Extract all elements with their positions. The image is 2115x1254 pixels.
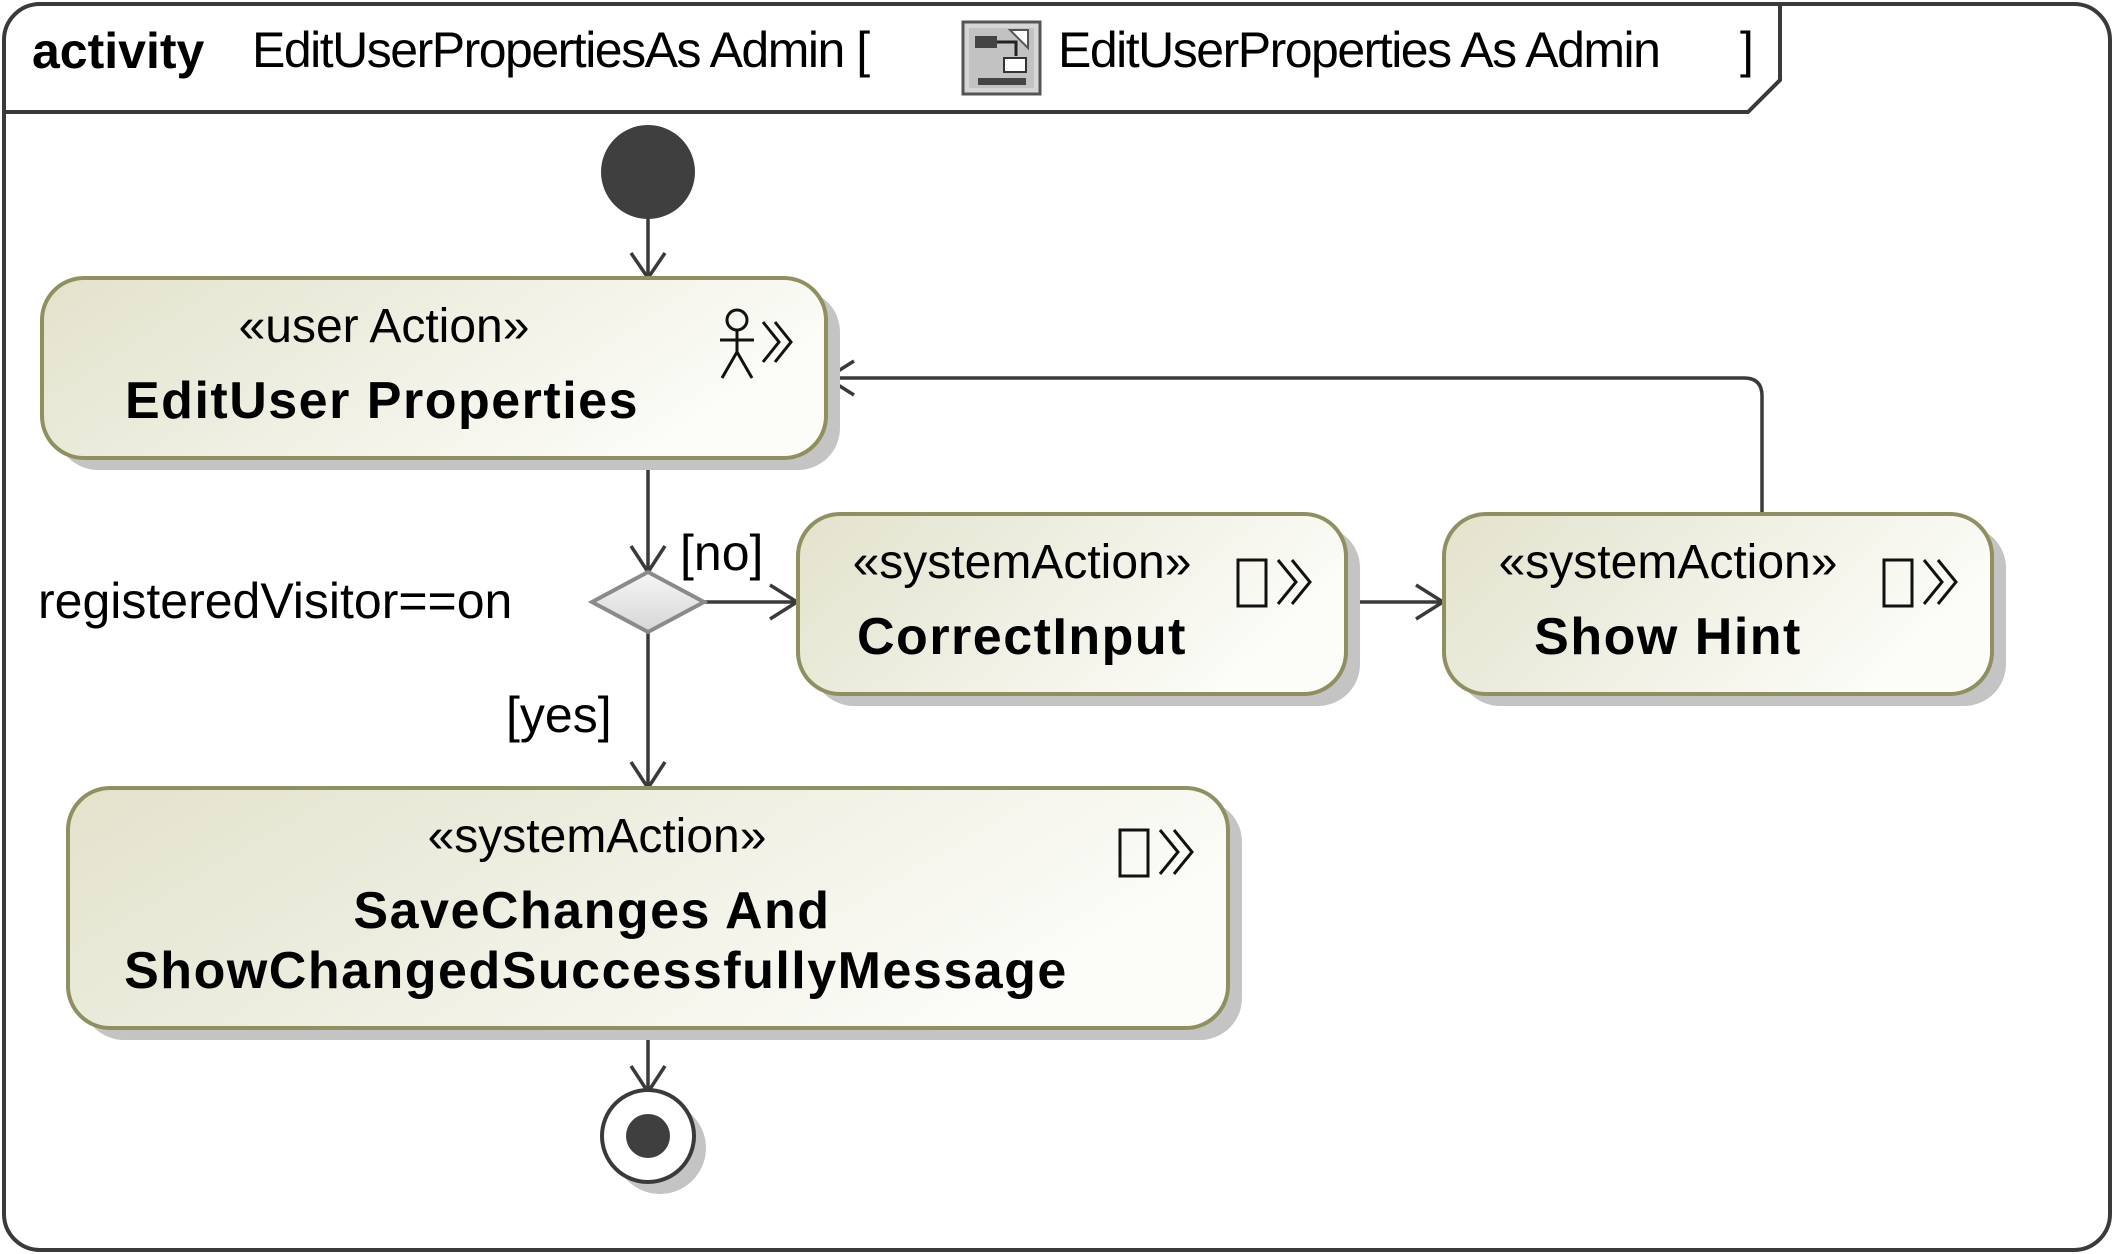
action-name: CorrectInput [857,608,1187,666]
action-name-line1: SaveChanges And [353,882,830,940]
guard-yes: [yes] [506,687,612,743]
final-node [600,1088,706,1194]
flow-hint-to-edit [828,376,1764,512]
action-stereotype: «systemAction» [428,810,767,863]
user-action-icon [720,308,793,379]
initial-node [601,125,695,219]
guard-no: [no] [680,525,763,581]
action-name-line2: ShowChangedSuccessfullyMessage [124,942,1068,1000]
decision-label: registeredVisitor==on [38,573,512,629]
action-name: Show Hint [1534,608,1802,666]
action-stereotype: «user Action» [239,300,530,353]
action-edit-user-properties[interactable]: «user Action» EditUser Properties [40,276,840,470]
action-stereotype: «systemAction» [1499,536,1838,589]
action-correct-input[interactable]: «systemAction» CorrectInput [796,512,1360,706]
frame-ref-name: EditUserProperties As Admin [1058,22,1659,78]
system-action-icon [1236,558,1312,608]
activity-diagram-icon [961,20,1042,96]
frame-keyword: activity [32,23,205,79]
decision-node [587,569,709,635]
action-save-changes[interactable]: «systemAction» SaveChanges And ShowChang… [66,786,1242,1040]
system-action-icon [1882,558,1958,608]
action-stereotype: «systemAction» [853,536,1192,589]
action-show-hint[interactable]: «systemAction» Show Hint [1442,512,2006,706]
system-action-icon [1118,828,1194,878]
action-name: EditUser Properties [125,372,639,430]
frame-title: EditUserPropertiesAs Admin [ [252,22,870,78]
frame-header-tab [4,4,1782,114]
frame-close-bracket: ] [1740,22,1752,78]
